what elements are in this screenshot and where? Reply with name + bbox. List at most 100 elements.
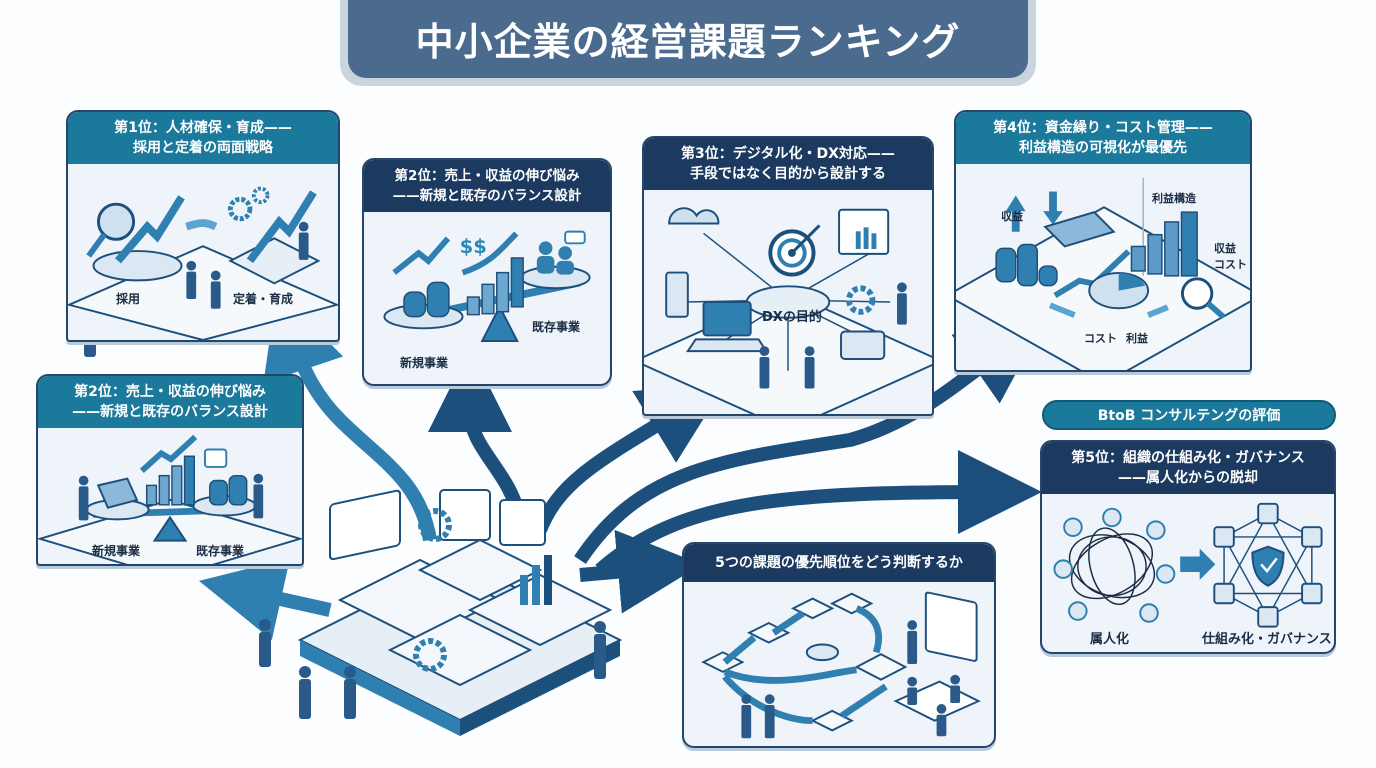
card-rank5: 第5位：組織の仕組み化・ガバナンス ——属人化からの脱却 <box>1040 440 1336 654</box>
bar-chart-icon <box>466 257 524 316</box>
magnifier-icon <box>96 202 136 241</box>
check-icon <box>1260 557 1278 574</box>
heading-line1: 第3位：デジタル化・DX対応—— <box>681 146 895 162</box>
label-systemization: 仕組み化・ガバナンス <box>1202 632 1332 647</box>
chat-bubble-icon <box>564 230 586 245</box>
node-box-icons <box>1213 502 1323 628</box>
shield-icon <box>1251 545 1285 587</box>
people-icon <box>741 620 961 739</box>
flow-to-priority <box>579 529 702 614</box>
label-revenue: 収益 <box>1001 210 1023 223</box>
card-rank4-heading: 第4位：資金繰り・コスト管理—— 利益構造の可視化が最優先 <box>956 112 1250 164</box>
label-new-business: 新規事業 <box>400 356 449 370</box>
people-icon <box>759 282 907 389</box>
arrow-right-icon <box>1180 548 1216 580</box>
label-existing-business: 既存事業 <box>196 544 245 558</box>
growth-arrow-icon <box>139 434 198 473</box>
btob-evaluation-badge: BtoB コンサルテングの評価 <box>1042 400 1336 430</box>
heading-line2: 手段ではなく目的から設計する <box>690 166 886 182</box>
rank5-governance-illustration <box>1053 502 1323 628</box>
node-icons <box>1053 507 1176 623</box>
cash-stack-icon <box>96 477 139 509</box>
label-dx-purpose: DXの目的 <box>762 310 822 325</box>
cloud-icon <box>668 207 720 225</box>
stacked-bar-chart-icon <box>1130 211 1198 277</box>
magnifier-icon <box>805 643 839 662</box>
flow-to-rank1 <box>263 290 437 542</box>
gear-icon <box>227 196 253 222</box>
heading-line1: 第2位：売上・収益の伸び悩み <box>74 384 266 400</box>
label-existing-business: 既存事業 <box>532 320 581 334</box>
heading-line2: 利益構造の可視化が最優先 <box>1019 140 1187 156</box>
card-priority: 5つの課題の優先順位をどう判断するか <box>682 542 996 748</box>
heading-line2: ——新規と既存のバランス設計 <box>392 188 582 204</box>
growth-arrow-icon <box>392 236 451 275</box>
flow-to-rank4 <box>574 320 1045 564</box>
card-rank2-top: 第2位：売上・収益の伸び悩み ——新規と既存のバランス設計 $$ <box>362 158 612 386</box>
card-priority-heading: 5つの課題の優先順位をどう判断するか <box>684 544 994 582</box>
title-banner: 中小企業の経営課題ランキング <box>340 0 1036 86</box>
flow-to-rank3 <box>533 383 726 533</box>
cash-stack-icon <box>1043 211 1116 248</box>
label-new-business: 新規事業 <box>92 544 141 558</box>
card-rank5-heading: 第5位：組織の仕組み化・ガバナンス ——属人化からの脱却 <box>1042 442 1334 494</box>
people-icon <box>536 241 574 275</box>
label-cost: コスト <box>1084 332 1117 345</box>
magnifier-icon <box>1180 277 1214 310</box>
people-figures <box>84 314 606 719</box>
card-rank1: 第1位：人材確保・育成—— 採用と定着の両面戦略 採用 定着・育成 <box>66 110 340 342</box>
gear-icon <box>845 285 876 315</box>
rank1-illustration <box>68 186 338 340</box>
heading-line2: ——新規と既存のバランス設計 <box>72 404 268 420</box>
label-personalization: 属人化 <box>1090 632 1130 647</box>
people-icon <box>78 473 264 521</box>
priority-heading-text: 5つの課題の優先順位をどう判断するか <box>715 555 963 571</box>
label-retention: 定着・育成 <box>233 292 294 306</box>
card-rank2-left-heading: 第2位：売上・収益の伸び悩み ——新規と既存のバランス設計 <box>38 376 302 428</box>
label-profit: 利益 <box>1126 332 1148 345</box>
tablet-icon <box>840 330 886 360</box>
card-rank3-heading: 第3位：デジタル化・DX対応—— 手段ではなく目的から設計する <box>644 138 932 190</box>
heading-line2: ——属人化からの脱却 <box>1118 470 1258 486</box>
label-legend-cost: コスト <box>1214 258 1247 271</box>
card-rank2-left: 第2位：売上・収益の伸び悩み ——新規と既存のバランス設計 新規 <box>36 374 304 566</box>
heading-line1: 第5位：組織の仕組み化・ガバナンス <box>1071 450 1305 466</box>
laptop-icon <box>702 301 752 337</box>
balance-fulcrum <box>152 515 188 542</box>
central-hub-platform <box>297 489 623 736</box>
card-rank3: 第3位：デジタル化・DX対応—— 手段ではなく目的から設計する <box>642 136 934 416</box>
flow-to-rank2-left <box>199 558 332 641</box>
arrow-icon <box>1048 302 1076 318</box>
label-profit-structure: 利益構造 <box>1152 192 1196 205</box>
coin-stack-icon <box>403 281 450 318</box>
card-rank2-top-heading: 第2位：売上・収益の伸び悩み ——新規と既存のバランス設計 <box>364 160 610 212</box>
heading-line1: 第2位：売上・収益の伸び悩み <box>394 168 580 184</box>
rank4-finance-illustration <box>956 177 1250 370</box>
chat-bubble-icon <box>203 448 228 468</box>
growth-arrow-icon <box>246 190 317 264</box>
growth-arrow-icon <box>1053 249 1131 298</box>
rank2-left-balance-illustration <box>38 434 302 564</box>
coin-stack-icon <box>209 474 248 506</box>
balance-fulcrum <box>480 304 519 342</box>
recruit-pedestal <box>92 250 183 282</box>
bar-chart-icon <box>145 455 195 506</box>
label-legend-revenue: 収益 <box>1214 242 1236 255</box>
heading-line1: 第1位：人材確保・育成—— <box>114 120 292 136</box>
card-rank1-heading: 第1位：人材確保・育成—— 採用と定着の両面戦略 <box>68 112 338 164</box>
gear-icon <box>251 186 270 205</box>
tangled-network-icon <box>1068 527 1156 606</box>
heading-line1: 第4位：資金繰り・コスト管理—— <box>993 120 1213 136</box>
label-recruit: 採用 <box>116 292 141 306</box>
arrow-right-icon <box>185 219 218 231</box>
rank2-balance-illustration: $$ <box>383 230 591 342</box>
currency-icon: $$ <box>460 235 487 258</box>
card-rank4: 第4位：資金繰り・コスト管理—— 利益構造の可視化が最優先 <box>954 110 1252 372</box>
growth-arrow-icon <box>115 195 185 264</box>
whiteboard-table-icon <box>924 591 978 662</box>
rank3-dx-illustration <box>644 207 932 414</box>
decision-node-icons <box>701 592 908 732</box>
dart-icon <box>790 224 821 254</box>
priority-flow-illustration <box>701 591 981 739</box>
